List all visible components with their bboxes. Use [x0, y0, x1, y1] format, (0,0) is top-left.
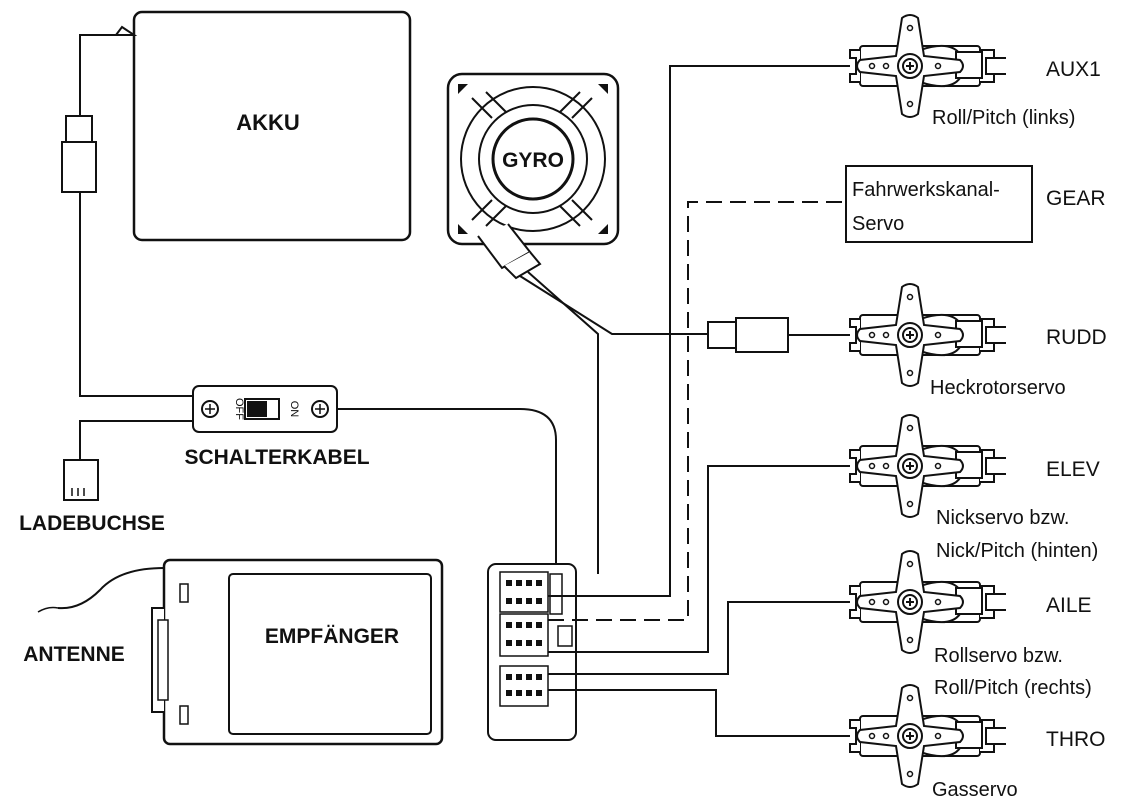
caption-rudd: Heckrotorservo — [930, 377, 1066, 399]
battery-socket — [61, 141, 97, 193]
antenna-wire — [57, 567, 165, 610]
caption-thro: Gasservo — [932, 779, 1018, 801]
battery: AKKU — [114, 10, 412, 242]
servo-elev — [849, 414, 1007, 518]
wire-elev — [548, 465, 850, 653]
charge-socket-label: LADEBUCHSE — [19, 512, 165, 535]
channel-label-aux1: AUX1 — [1046, 58, 1101, 81]
channel-label-rudd: RUDD — [1046, 326, 1107, 349]
battery-cable — [79, 34, 116, 116]
channel-label-thro: THRO — [1046, 728, 1106, 751]
gear-caption-line2: Servo — [852, 213, 904, 235]
channel-label-aile: AILE — [1046, 594, 1092, 617]
caption-elev-line2: Nick/Pitch (hinten) — [936, 540, 1098, 562]
antenna-label: ANTENNE — [23, 643, 125, 666]
battery-label: AKKU — [236, 110, 300, 135]
switch-off-label: OFF — [233, 398, 245, 420]
switch-harness-label: SCHALTERKABEL — [184, 446, 369, 469]
servo-aile — [849, 550, 1007, 654]
servo-thro — [849, 684, 1007, 788]
gyro-label: GYRO — [502, 149, 564, 172]
channel-label-elev: ELEV — [1046, 458, 1100, 481]
wire-thro — [548, 689, 850, 737]
caption-elev-line1: Nickservo bzw. — [936, 507, 1069, 529]
switch-receiver-wire — [337, 408, 557, 575]
gyro: GYRO — [446, 72, 620, 280]
servo-rudd — [849, 283, 1007, 387]
rudd-connector-female — [735, 317, 789, 353]
receiver-label: EMPFÄNGER — [265, 625, 399, 648]
switch-harness: OFF ON — [192, 385, 338, 433]
caption-aile-line2: Roll/Pitch (rechts) — [934, 677, 1092, 699]
gyro-cable-receiver — [527, 271, 599, 574]
switch-power-wire — [79, 192, 193, 397]
gear-servo-box — [845, 165, 1033, 243]
switch-on-label: ON — [288, 401, 300, 418]
rudd-connector-male — [707, 321, 737, 349]
receiver-connector-block — [487, 563, 577, 741]
battery-plug — [65, 115, 93, 143]
channel-label-gear: GEAR — [1046, 187, 1106, 210]
gear-caption-line1: Fahrwerkskanal- — [852, 179, 1000, 201]
servo-aux1 — [849, 14, 1007, 118]
charge-cable — [79, 420, 193, 460]
wire-aux1 — [548, 65, 850, 597]
charge-socket — [63, 459, 99, 501]
caption-aile-line1: Rollservo bzw. — [934, 645, 1063, 667]
caption-aux1: Roll/Pitch (links) — [932, 107, 1075, 129]
wire-gear — [548, 201, 846, 621]
wire-aile — [548, 601, 850, 675]
gyro-cable-rudd — [519, 275, 708, 335]
receiver: EMPFÄNGER — [151, 558, 444, 746]
